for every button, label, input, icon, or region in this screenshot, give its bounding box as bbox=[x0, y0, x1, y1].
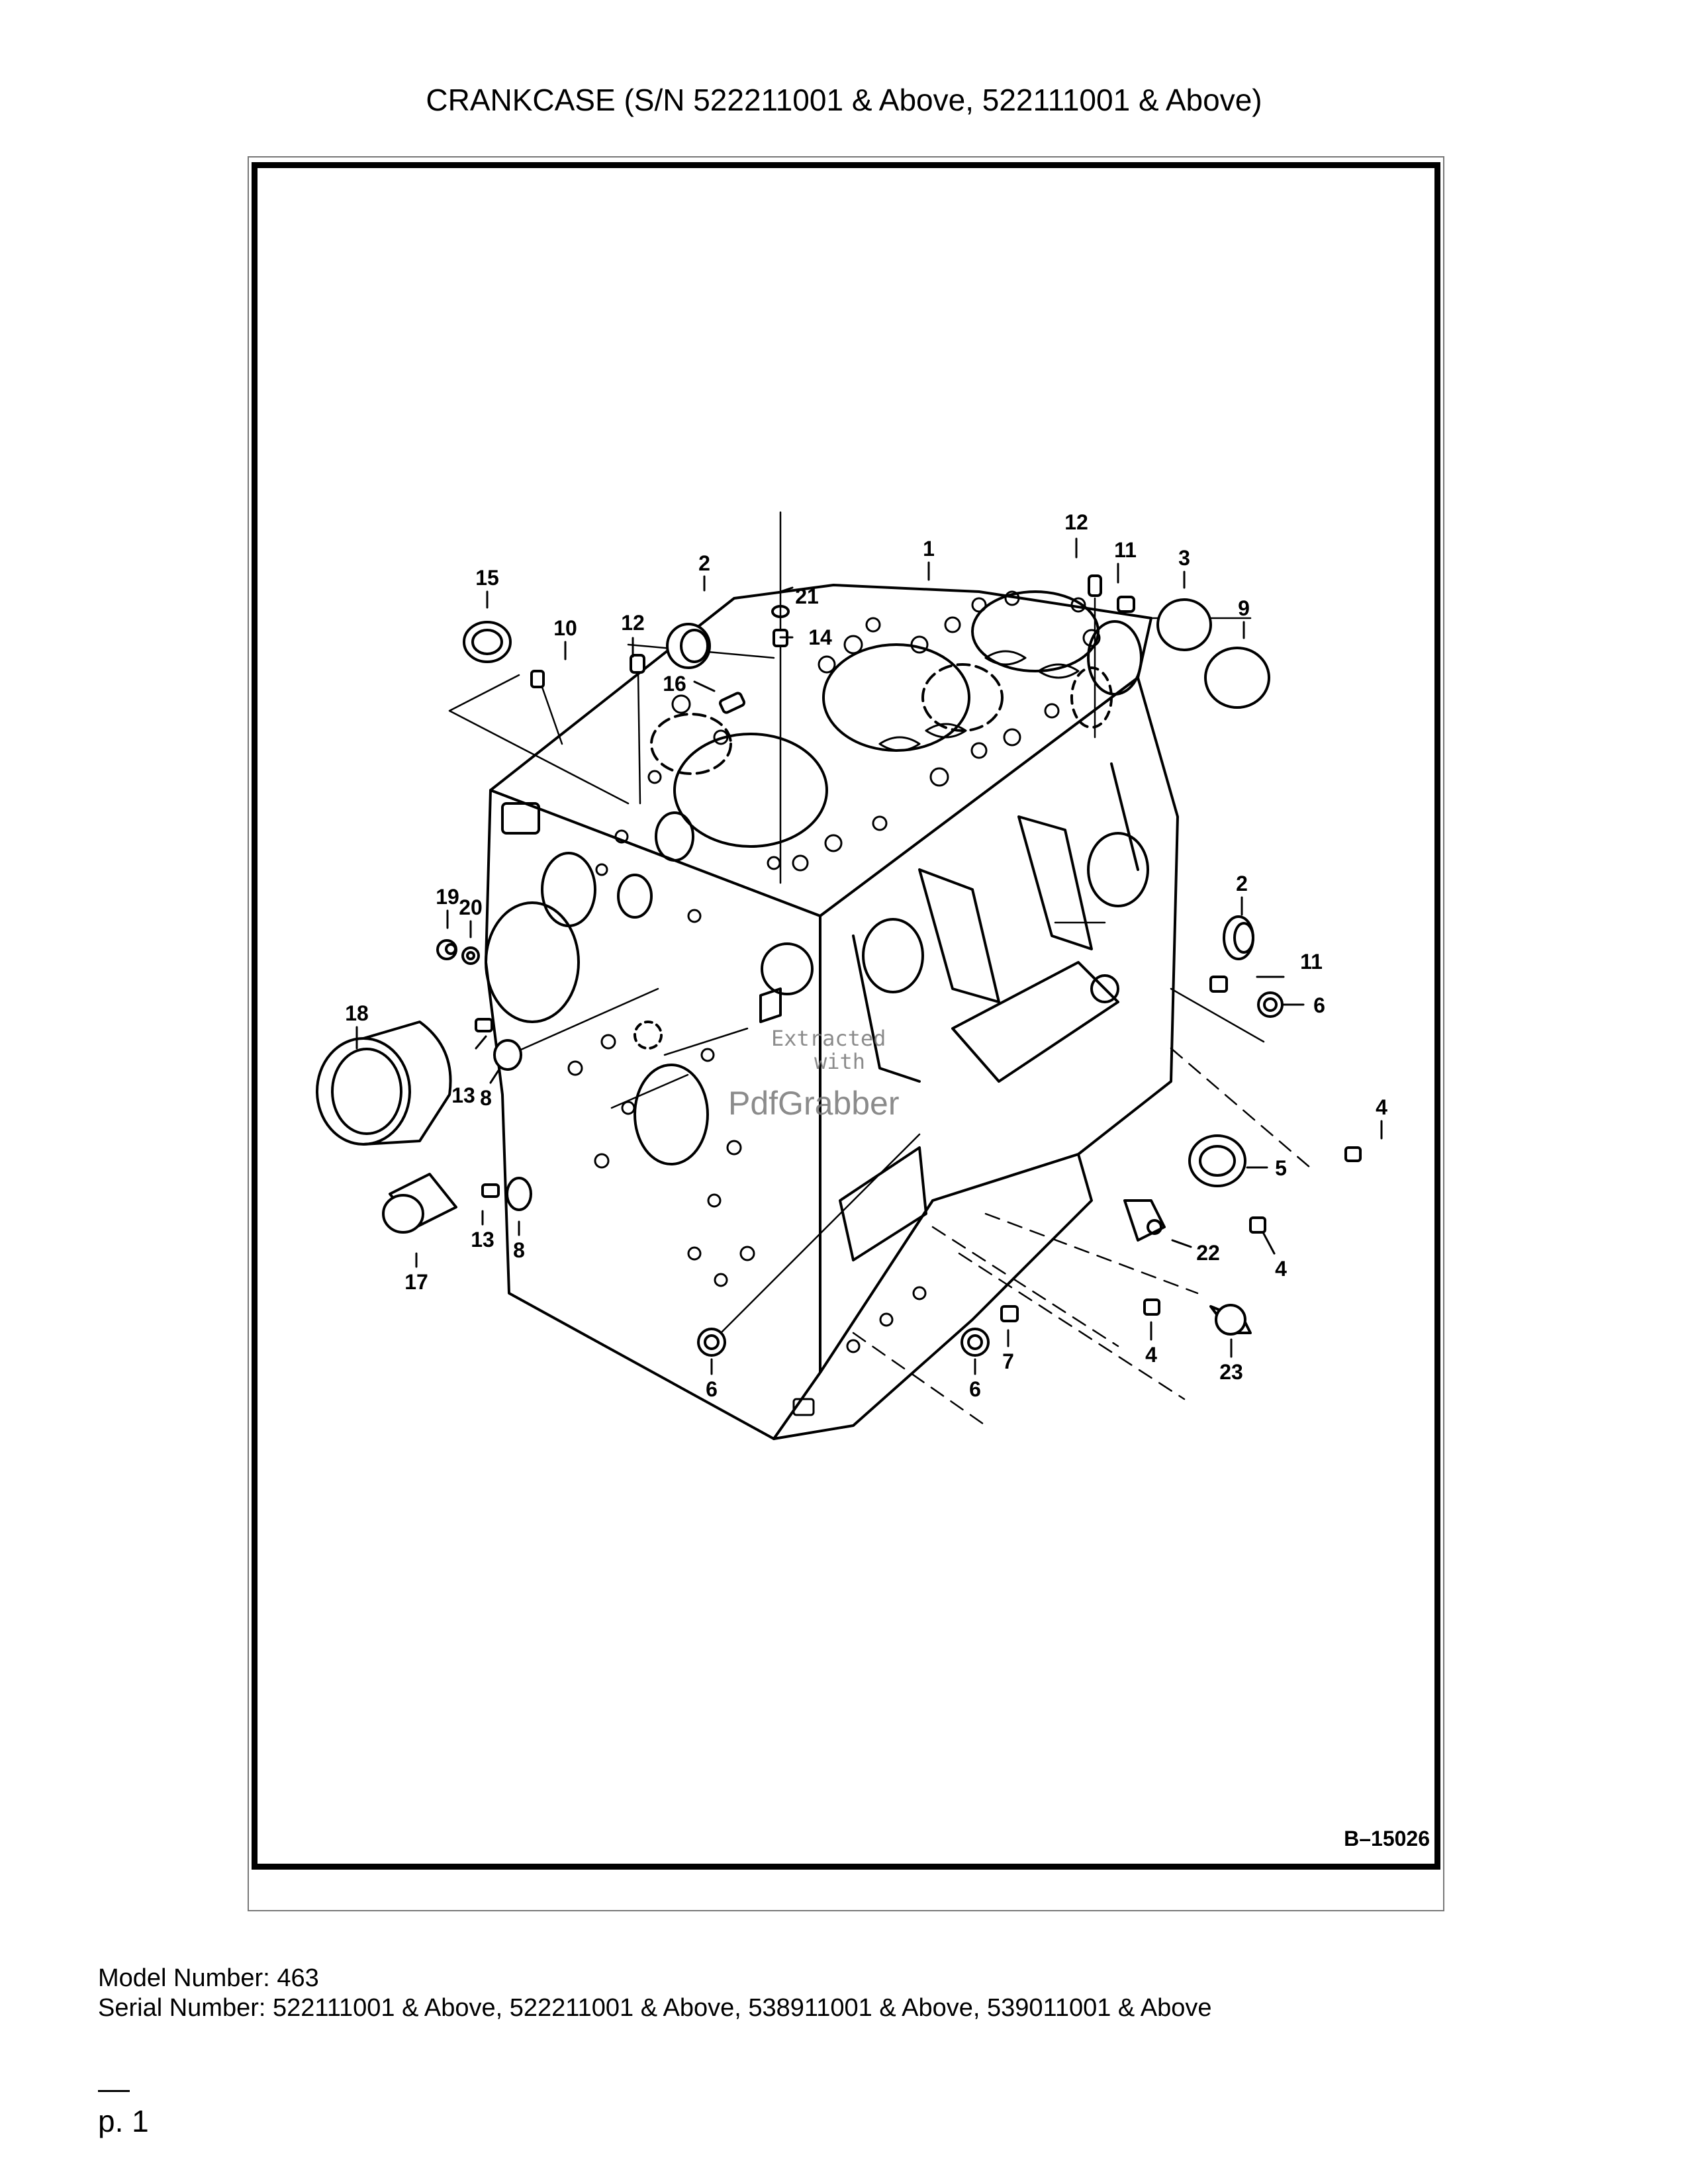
callout-11: 11 bbox=[1300, 950, 1323, 974]
watermark-line-3: PdfGrabber bbox=[728, 1085, 900, 1122]
model-number: Model Number: 463 bbox=[98, 1964, 319, 1992]
part-7-plug bbox=[1000, 1305, 1019, 1322]
callout-1: 1 bbox=[923, 537, 935, 561]
part-12-pin-top bbox=[1088, 574, 1102, 597]
part-8-plug-upper bbox=[493, 1039, 522, 1071]
part-13-pin-lower bbox=[481, 1183, 500, 1198]
callout-5: 5 bbox=[1275, 1156, 1287, 1180]
callout-17: 17 bbox=[404, 1270, 428, 1294]
part-6-plug-mid bbox=[961, 1328, 990, 1357]
callout-10: 10 bbox=[553, 616, 577, 640]
part-10-pin bbox=[530, 670, 545, 688]
callout-13: 13 bbox=[451, 1083, 475, 1107]
part-13-pin-upper bbox=[475, 1018, 493, 1032]
callout-8: 8 bbox=[480, 1086, 492, 1110]
part-20-washer bbox=[461, 946, 480, 965]
part-4-plug-right bbox=[1344, 1146, 1362, 1162]
part-18-seal bbox=[316, 1021, 452, 1146]
part-19-bolt bbox=[436, 939, 457, 960]
part-17-plug bbox=[382, 1173, 457, 1234]
part-8-plug-lower bbox=[506, 1177, 532, 1211]
callout-15: 15 bbox=[475, 566, 499, 590]
watermark-line-2: with bbox=[814, 1049, 866, 1074]
part-12-pin-left bbox=[630, 654, 645, 674]
callout-6: 6 bbox=[969, 1377, 981, 1401]
callout-8: 8 bbox=[513, 1238, 525, 1262]
callout-21: 21 bbox=[795, 584, 819, 608]
callout-6: 6 bbox=[1313, 993, 1325, 1017]
crankcase-exploded-diagram: 1 2 2 3 4 4 4 5 6 6 6 7 8 8 9 10 11 11 1… bbox=[316, 510, 1387, 1440]
page-number: p. 1 bbox=[98, 2104, 149, 2138]
callout-19: 19 bbox=[436, 885, 459, 909]
part-11-pin-top bbox=[1117, 596, 1135, 613]
callout-2: 2 bbox=[698, 551, 710, 575]
callout-4: 4 bbox=[1376, 1095, 1387, 1119]
callout-16: 16 bbox=[663, 672, 686, 696]
callout-12: 12 bbox=[621, 611, 645, 635]
part-4-plug-mid bbox=[1249, 1216, 1266, 1234]
callout-11: 11 bbox=[1114, 538, 1137, 562]
watermark-line-1: Extracted bbox=[771, 1026, 886, 1051]
part-9-plug bbox=[1204, 647, 1270, 709]
callout-6: 6 bbox=[706, 1377, 718, 1401]
figure-reference-code: B–15026 bbox=[1344, 1827, 1430, 1850]
callout-2: 2 bbox=[1236, 872, 1248, 895]
callout-18: 18 bbox=[345, 1001, 369, 1025]
callout-20: 20 bbox=[459, 895, 483, 919]
part-21-ring bbox=[771, 605, 790, 618]
callout-4: 4 bbox=[1145, 1343, 1157, 1367]
part-23-sensor bbox=[1209, 1304, 1252, 1336]
callout-12: 12 bbox=[1064, 510, 1088, 534]
part-4-plug-low bbox=[1143, 1298, 1160, 1316]
callout-4: 4 bbox=[1275, 1257, 1287, 1281]
part-15-plug bbox=[463, 621, 512, 663]
part-2-plug-side bbox=[1223, 915, 1254, 960]
callout-7: 7 bbox=[1002, 1349, 1014, 1373]
page-title: CRANKCASE (S/N 522211001 & Above, 522111… bbox=[426, 83, 1262, 117]
callout-3: 3 bbox=[1178, 546, 1190, 570]
crankcase-block bbox=[485, 584, 1179, 1440]
part-16-bolt bbox=[719, 692, 745, 714]
page-rule bbox=[98, 2090, 130, 2092]
callout-13: 13 bbox=[471, 1228, 494, 1251]
serial-number: Serial Number: 522111001 & Above, 522211… bbox=[98, 1994, 1212, 2022]
part-2-plug-top bbox=[666, 623, 711, 669]
callout-14: 14 bbox=[808, 625, 832, 649]
callout-23: 23 bbox=[1219, 1360, 1243, 1384]
callout-9: 9 bbox=[1238, 596, 1250, 620]
part-22-valve bbox=[1123, 1199, 1166, 1242]
figure-border bbox=[252, 162, 1440, 1870]
part-3-plug bbox=[1156, 598, 1212, 651]
part-11-pin-side bbox=[1209, 976, 1228, 993]
part-5-plug bbox=[1188, 1134, 1246, 1187]
figure-frame bbox=[248, 156, 1444, 1911]
part-6-plug-left bbox=[697, 1328, 726, 1357]
part-6-plug-side bbox=[1257, 991, 1284, 1018]
callout-22: 22 bbox=[1196, 1241, 1220, 1265]
